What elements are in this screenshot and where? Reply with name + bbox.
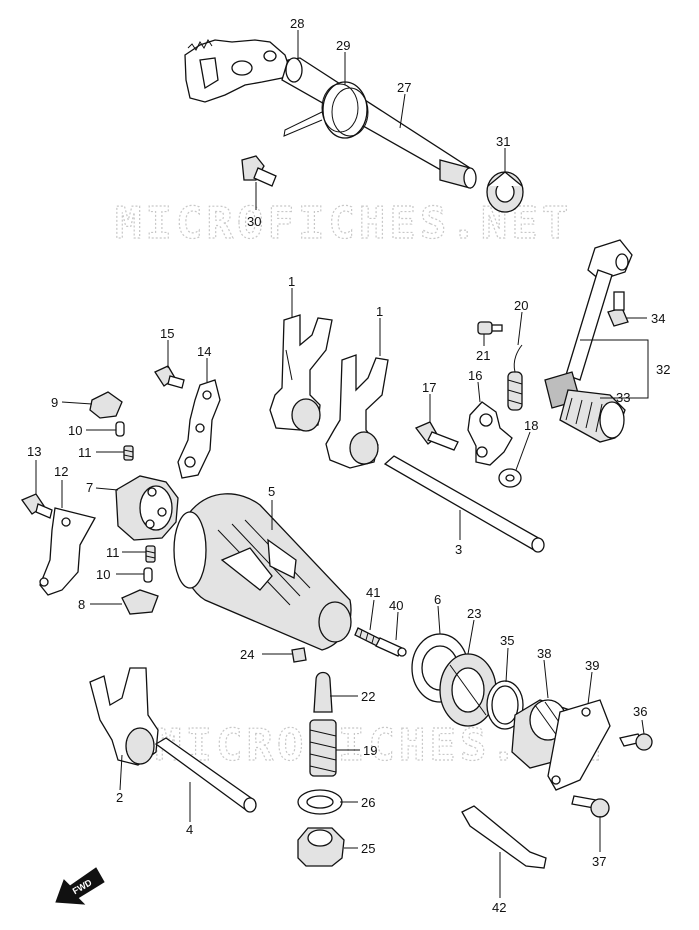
part-5-shift-cam [173, 493, 352, 651]
part-31-oil-seal [486, 171, 524, 213]
callout-11-lower: 11 [106, 545, 120, 560]
part-27-shift-shaft [281, 57, 477, 189]
callout-19: 19 [363, 743, 377, 758]
callout-33: 33 [616, 390, 630, 405]
callout-36: 36 [633, 704, 647, 719]
callout-10-lower: 10 [96, 567, 110, 582]
callout-20: 20 [514, 298, 528, 313]
part-9-cam-stopper [89, 391, 123, 419]
part-30-bolt [241, 155, 277, 187]
part-10-pin-lower [143, 567, 153, 583]
part-22-neutral-pin [313, 671, 333, 713]
callout-11-upper: 11 [78, 445, 92, 460]
part-36-screw [619, 733, 653, 751]
leader-lines [35, 30, 649, 898]
part-16-stopper-arm [467, 401, 513, 466]
part-20-spring [507, 344, 523, 411]
callout-1-left: 1 [288, 274, 295, 289]
callout-10-upper: 10 [68, 423, 82, 438]
part-40-neutral-pin [375, 637, 407, 657]
part-21-pin [477, 321, 503, 335]
callout-8: 8 [78, 597, 85, 612]
part-34-bolt [607, 291, 629, 327]
part-12-cam-guide [39, 507, 96, 596]
callout-14: 14 [197, 344, 211, 359]
part-1-shift-fork-right [325, 354, 389, 469]
callout-37: 37 [592, 854, 606, 869]
callout-38: 38 [537, 646, 551, 661]
part-18-washer [498, 468, 522, 488]
callout-25: 25 [361, 841, 375, 856]
part-2-shift-fork [89, 667, 159, 766]
part-26-gasket [297, 789, 343, 815]
part-17-bolt [414, 421, 459, 451]
part-4-fork-shaft [154, 737, 257, 813]
callout-4: 4 [186, 822, 193, 837]
callout-17: 17 [422, 380, 436, 395]
callout-35: 35 [500, 633, 514, 648]
part-32-gearshift-lever [565, 239, 633, 381]
callout-15: 15 [160, 326, 174, 341]
callout-3: 3 [455, 542, 462, 557]
part-11-spring-upper [123, 445, 134, 461]
callout-13: 13 [27, 444, 41, 459]
callout-24: 24 [240, 647, 254, 662]
callout-22: 22 [361, 689, 375, 704]
callout-42: 42 [492, 900, 506, 915]
callout-5: 5 [268, 484, 275, 499]
callout-9: 9 [51, 395, 58, 410]
part-25-plug [297, 827, 345, 867]
part-1-shift-fork-left [269, 314, 333, 432]
callout-12: 12 [54, 464, 68, 479]
part-37-screw [571, 795, 610, 818]
part-8-plate [121, 589, 159, 615]
part-11-spring-lower [145, 545, 156, 563]
callout-32: 32 [656, 362, 670, 377]
callout-labels: 28 29 27 31 30 1 1 20 34 14 15 21 16 17 … [27, 16, 670, 915]
part-7-cam-driven-gear [115, 475, 179, 541]
part-19-spring [309, 719, 337, 777]
part-28-shift-arm [184, 39, 291, 103]
callout-2: 2 [116, 790, 123, 805]
callout-16: 16 [468, 368, 482, 383]
part-14-stopper-plate [177, 379, 221, 479]
callout-23: 23 [467, 606, 481, 621]
callout-6: 6 [434, 592, 441, 607]
part-15-screw [154, 365, 185, 389]
callout-39: 39 [585, 658, 599, 673]
callout-34: 34 [651, 311, 665, 326]
callout-41: 41 [366, 585, 380, 600]
callout-40: 40 [389, 598, 403, 613]
callout-21: 21 [476, 348, 490, 363]
part-39-switch-cover [547, 699, 611, 791]
callout-31: 31 [496, 134, 510, 149]
callout-1-right: 1 [376, 304, 383, 319]
callout-28: 28 [290, 16, 304, 31]
fwd-arrow-icon: FWD [55, 867, 105, 905]
part-3-fork-shaft [383, 455, 545, 553]
part-13-screw [21, 493, 53, 519]
callout-26: 26 [361, 795, 375, 810]
callout-29: 29 [336, 38, 350, 53]
part-10-pin-upper [115, 421, 125, 437]
part-42-clip [461, 805, 547, 869]
callout-27: 27 [397, 80, 411, 95]
part-24-pin [291, 647, 307, 663]
part-35-o-ring [486, 680, 524, 730]
callout-30: 30 [247, 214, 261, 229]
callout-18: 18 [524, 418, 538, 433]
part-23-switch-plate [439, 653, 497, 727]
callout-7: 7 [86, 480, 93, 495]
part-33-footrest-rubber [544, 371, 626, 443]
